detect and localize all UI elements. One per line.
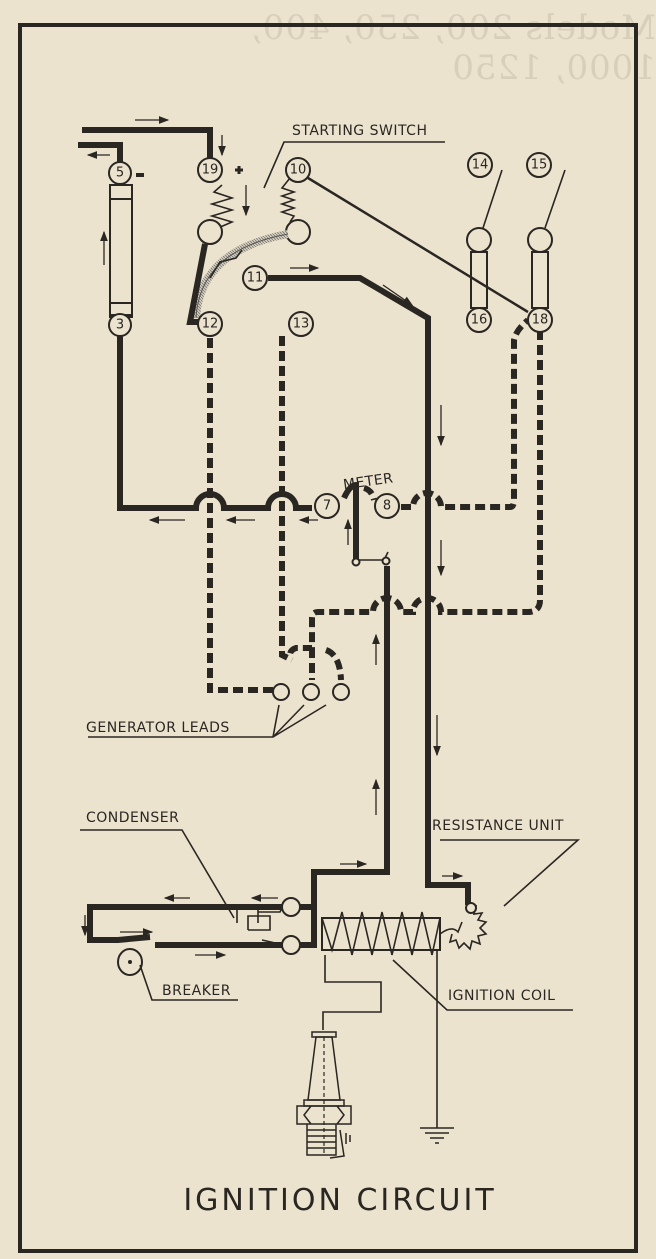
- spring-10: [279, 177, 297, 223]
- generator-lead-3: [332, 683, 350, 701]
- terminal-5: [108, 161, 132, 185]
- meter-switch-contact: [381, 556, 391, 566]
- generator-lead-2: [302, 683, 320, 701]
- terminal-10-label: 10: [290, 163, 307, 178]
- switch-contact-right: [285, 219, 311, 245]
- diagram-frame: [18, 23, 638, 1253]
- arrow: [382, 284, 414, 306]
- negative-sign-icon: [136, 173, 144, 177]
- switch-contact-left: [197, 219, 223, 245]
- starting-switch-label: STARTING SWITCH: [292, 123, 427, 139]
- meter-label: METER: [342, 470, 394, 493]
- diagonal-10-18: [307, 176, 529, 314]
- switch-link: [209, 249, 243, 279]
- terminal-19: [197, 157, 223, 183]
- terminal-5-label: 5: [116, 166, 124, 181]
- generator-leads-label: GENERATOR LEADS: [86, 720, 230, 736]
- condenser-pointer: [80, 829, 235, 919]
- terminal-7-label: 7: [323, 499, 331, 514]
- terminal-3: [108, 313, 132, 337]
- wire-8-16: [401, 317, 530, 510]
- fuse-14-head: [466, 227, 492, 253]
- meter-switch-pivot: [351, 557, 361, 567]
- terminal-15: [526, 152, 552, 178]
- ignition-coil-winding: [321, 911, 441, 956]
- breaker-label: BREAKER: [162, 983, 231, 999]
- wire-11-coil: [268, 275, 471, 905]
- pointer-14: [482, 169, 503, 229]
- terminal-15-label: 15: [531, 158, 548, 173]
- resistance-unit-terminal: [465, 902, 477, 914]
- wire-18-generator: [287, 330, 543, 656]
- resistance-unit-icon: [448, 904, 488, 951]
- terminal-11-label: 11: [247, 271, 264, 286]
- breaker-pointer: [139, 964, 238, 1001]
- breaker-cam: [117, 948, 143, 976]
- ignition-coil-label: IGNITION COIL: [448, 988, 555, 1004]
- pointer-15: [544, 169, 566, 229]
- terminal-8-label: 8: [383, 499, 391, 514]
- spring-19: [209, 184, 235, 229]
- coil-to-resistance: [439, 921, 463, 935]
- terminal-12: [197, 311, 223, 337]
- terminal-7: [314, 493, 340, 519]
- wire-12-generator: [207, 338, 276, 693]
- terminals: 5 19 10 14 15 11 3 12 13 16 18 7 8: [108, 152, 553, 519]
- generator-leads-pointer: [88, 704, 327, 738]
- terminal-11: [242, 265, 268, 291]
- battery-body: [109, 184, 133, 316]
- starting-switch-pointer: [263, 141, 445, 189]
- wire-secondary: [322, 955, 382, 1030]
- wire-13-generator: [279, 336, 294, 663]
- wire-feed-19: [82, 127, 213, 158]
- wire-meter-coil: [311, 566, 390, 905]
- ignition-coil-pointer: [392, 959, 573, 1011]
- battery-cap-top: [109, 184, 133, 200]
- diagram-title: IGNITION CIRCUIT: [183, 1183, 496, 1218]
- condenser-label: CONDENSER: [86, 810, 179, 826]
- wire-gen-lead-right: [324, 647, 344, 681]
- condenser-symbol: [236, 907, 285, 946]
- resistance-unit-label: RESISTANCE UNIT: [432, 818, 564, 834]
- terminal-13-label: 13: [293, 317, 310, 332]
- switch-arm-outline: [195, 233, 289, 319]
- plus-sign-icon: [235, 166, 243, 174]
- fuse-15-body: [531, 251, 549, 309]
- terminal-14: [467, 152, 493, 178]
- terminal-14-label: 14: [472, 158, 489, 173]
- breaker-cam-center: [128, 960, 132, 964]
- wire-coil-join: [300, 904, 317, 948]
- terminal-3-label: 3: [116, 318, 124, 333]
- terminal-18-label: 18: [532, 313, 549, 328]
- resistance-unit-pointer: [440, 839, 581, 907]
- spark-plug-icon: [296, 1031, 352, 1159]
- terminal-12-label: 12: [202, 317, 219, 332]
- fuse-14-body: [470, 251, 488, 309]
- generator-lead-1: [272, 683, 290, 701]
- wire-feed-5: [78, 142, 123, 162]
- terminal-19-label: 19: [202, 163, 219, 178]
- terminal-16-label: 16: [471, 313, 488, 328]
- terminal-13: [288, 311, 314, 337]
- ground-icon: [420, 1127, 454, 1144]
- fuse-15-head: [527, 227, 553, 253]
- coil-primary-terminal-bottom: [281, 935, 301, 955]
- terminal-10: [285, 157, 311, 183]
- terminal-8: [374, 493, 400, 519]
- wire-primary-loop: [87, 904, 290, 943]
- wire-meter-8: [363, 485, 377, 501]
- wire-3-7: [117, 336, 312, 511]
- wire-7-meter: [341, 481, 359, 560]
- coil-primary-terminal-top: [281, 897, 301, 917]
